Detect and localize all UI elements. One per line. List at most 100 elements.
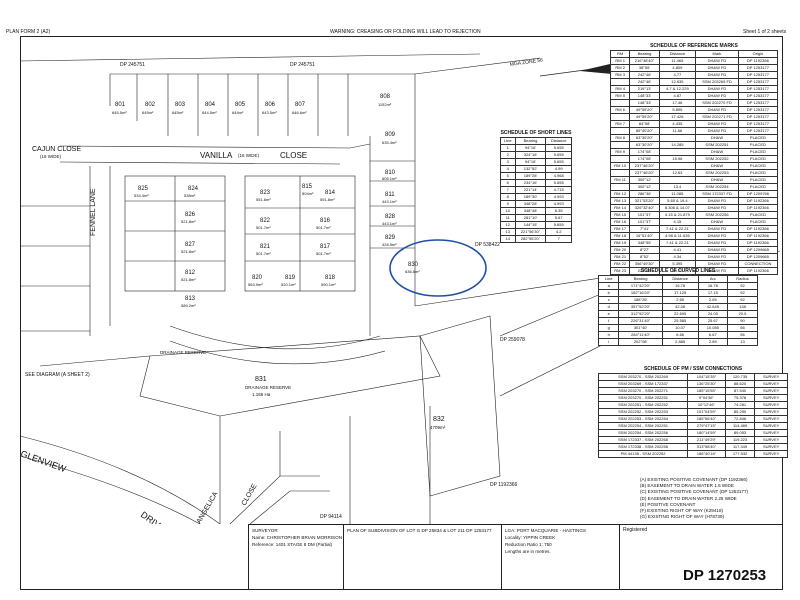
dp-label: DP 1192366 [490,482,518,488]
table-cell: SURVEY [754,408,788,416]
col-header: Origin [737,50,779,58]
table-cell: DP 1192366 [737,239,779,247]
lot-804-area: 644.5m² [202,110,217,115]
dp-label: DP 94114 [320,514,342,520]
table-cell: RM 18 [609,232,631,240]
table-cell: 84°58' [629,120,660,128]
table-cell: DH&W FD [695,127,739,135]
table-cell: 11.66 [658,127,697,135]
north-arrow-icon [539,64,616,77]
lot-822: 822 [260,218,271,224]
lot-806-area: 643.5m² [262,110,277,115]
road-close: CLOSE [241,483,259,507]
table-cell [609,78,631,86]
table-cell: DP 1253177 [737,92,779,100]
mga-zone: MGA ZONE 56 [509,57,543,68]
table-cell: SURVEY [754,422,788,430]
col-header: RM [609,50,631,58]
table-cell: SSM 202254 - SSM 202256 [597,429,689,437]
lot-811-area: 443.1m² [382,199,397,204]
table-cell: 3 [500,158,516,166]
table-cell: RM 7 [609,120,631,128]
table-cell: 4 [500,165,516,173]
left-lots: 825 534.4m² 824 538m² 826 521.8m² 827 52… [134,186,199,308]
lot-803-area: 645m² [172,110,184,115]
table-cell: DH&W FD [695,120,739,128]
table-cell: 92 [727,282,758,290]
dp-label: DP 245751 [120,62,145,68]
table-cell: RM 11 [609,176,631,184]
plan-frame [20,36,783,590]
table-cell: DH&W FD [695,197,739,205]
table-cell: RM 17 [609,225,631,233]
table-cell: 75.378 [724,394,756,402]
col-header: Radius [727,275,758,283]
table-cell: DH&W FD [695,64,739,72]
table-cell [609,113,631,121]
table-cell: SURVEY [754,436,788,444]
road-vanilla: VANILLA [200,151,233,160]
table-cell [609,155,631,163]
table-cell: PLACED [737,148,779,156]
road-glenview: GLENVIEW [20,448,68,474]
table-cell: 4.98 & 11.635 [658,232,697,240]
table-cell: 186°40'16" [687,450,726,458]
table-cell: 185°56'40" [687,415,726,423]
table-cell: 22.695 [661,310,699,318]
table-cell: e [597,310,620,318]
table-cell: 88.620 [724,380,756,388]
title-block: SURVEYOR Name: CHRISTOPHER BRIAN MORRISO… [248,524,782,589]
col-header: Distance [661,275,699,283]
table-cell: 5.655 [545,144,572,152]
table-cell: 312°52'20" [618,310,663,318]
lot-817-area: 501.7m² [316,251,331,256]
table-cell: 16.78 [697,282,729,290]
lot-809: 809 [385,132,396,138]
table-cell [609,99,631,107]
legend-item: (D) EASEMENT TO DRAIN WATER 2.25 WIDE [640,495,737,501]
lot-808: 808 [380,94,391,100]
surveyor-cell: SURVEYOR Name: CHRISTOPHER BRIAN MORRISO… [248,525,343,589]
table-cell: 15.96 [658,155,697,163]
legend-item: (A) EXISTING POSITIVE COVENANT (DP 11923… [640,477,748,482]
table-cell: SURVEY [754,443,788,451]
col-header: Mark [695,50,739,58]
lot-828-area: 443.1m² [382,221,397,226]
table-cell: DH&W [695,134,739,142]
table-cell: 9°04'36" [687,394,726,402]
lot-824-area: 538m² [184,193,196,198]
table-cell: DH&W FD [695,260,739,268]
table-cell: 85°40'20" [629,127,660,135]
table-cell: 7.41 & 22.21 [658,239,697,247]
table-cell [658,134,697,142]
table-cell: f [597,317,620,325]
lot-816-area: 501.7m² [316,225,331,230]
table-cell: 188°26' [618,296,663,304]
table-cell: 138 [727,303,758,311]
table-cell: RM 9 [609,148,631,156]
sheet-number: Sheet 1 of 2 sheets [743,29,787,35]
table-cell: 5.67 [545,214,572,222]
table-cell: SSM 202270 FD [695,99,739,107]
lot-807-area: 646.6m² [292,110,307,115]
road-angelica: ANGELICA [196,491,220,524]
table-cell: PLACED [737,176,779,184]
